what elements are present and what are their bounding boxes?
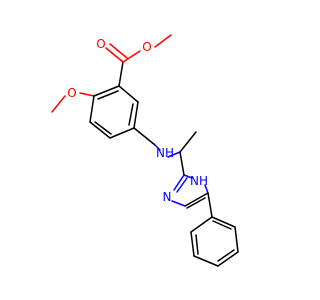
imidazole-nh-label: NH (190, 174, 208, 188)
imidazole-bond (171, 200, 186, 207)
imidazole-double-bond (186, 197, 206, 209)
imidazole-bond (184, 192, 209, 207)
chemical-structure: O O O NH NH N (51, 34, 239, 267)
ring-inner-bond (94, 121, 112, 135)
imidazole-double-bond (176, 177, 188, 193)
imidazole-n-label: N (163, 190, 172, 204)
ring-inner-bond (128, 103, 134, 126)
bond-ch-imidazole (179, 151, 185, 176)
imidazole-bond (183, 174, 193, 179)
bond-ch-methyl (179, 131, 197, 153)
methoxy-group (51, 92, 95, 113)
bond-ester-c-ring (118, 61, 124, 87)
imidazole-bond (173, 174, 185, 191)
ring-bond (133, 101, 139, 129)
bond-methoxy-o-methyl (51, 95, 66, 113)
ring-bond (211, 216, 236, 228)
phenyl-ring (190, 192, 239, 267)
amine-linker (133, 127, 197, 176)
bond-ring-methoxy-o (79, 92, 95, 97)
ring-bond (190, 231, 195, 257)
ring-bond (190, 216, 213, 233)
ring-inner-bond (212, 220, 232, 230)
ring-inner-bond (217, 249, 235, 262)
ring-bond (193, 255, 219, 267)
ring-bond (234, 226, 239, 253)
bond-ether-o-methyl (154, 34, 172, 48)
amine-nh-label: NH (156, 146, 174, 160)
ring-bond (217, 251, 239, 267)
ring-inner-bond (97, 90, 119, 100)
ring-bond (93, 85, 120, 97)
ring-inner-bond (195, 234, 199, 255)
imidazole-bond (204, 184, 209, 194)
bond-nh-ch (167, 151, 181, 158)
benzoate-ring (89, 85, 139, 139)
bond-ester-c-carbonyl-o-a (105, 47, 124, 63)
ring-bond (89, 121, 111, 139)
bond-ring-ch2 (133, 127, 156, 146)
ring-bond (89, 95, 95, 123)
ester-carbonyl-oxygen-label: O (96, 37, 105, 51)
imidazole-ring (171, 174, 209, 209)
ring-bond (118, 85, 139, 103)
bond-ch2-nh (154, 144, 161, 151)
ring-bond (109, 127, 135, 139)
bond-ester-c-ether-o (122, 50, 141, 63)
ester-group (105, 34, 172, 87)
bond-imidazole-phenyl (207, 192, 213, 218)
bond-ester-c-carbonyl-o-b (109, 43, 128, 59)
ester-ether-oxygen-label: O (142, 40, 151, 54)
methoxy-oxygen-label: O (67, 86, 76, 100)
